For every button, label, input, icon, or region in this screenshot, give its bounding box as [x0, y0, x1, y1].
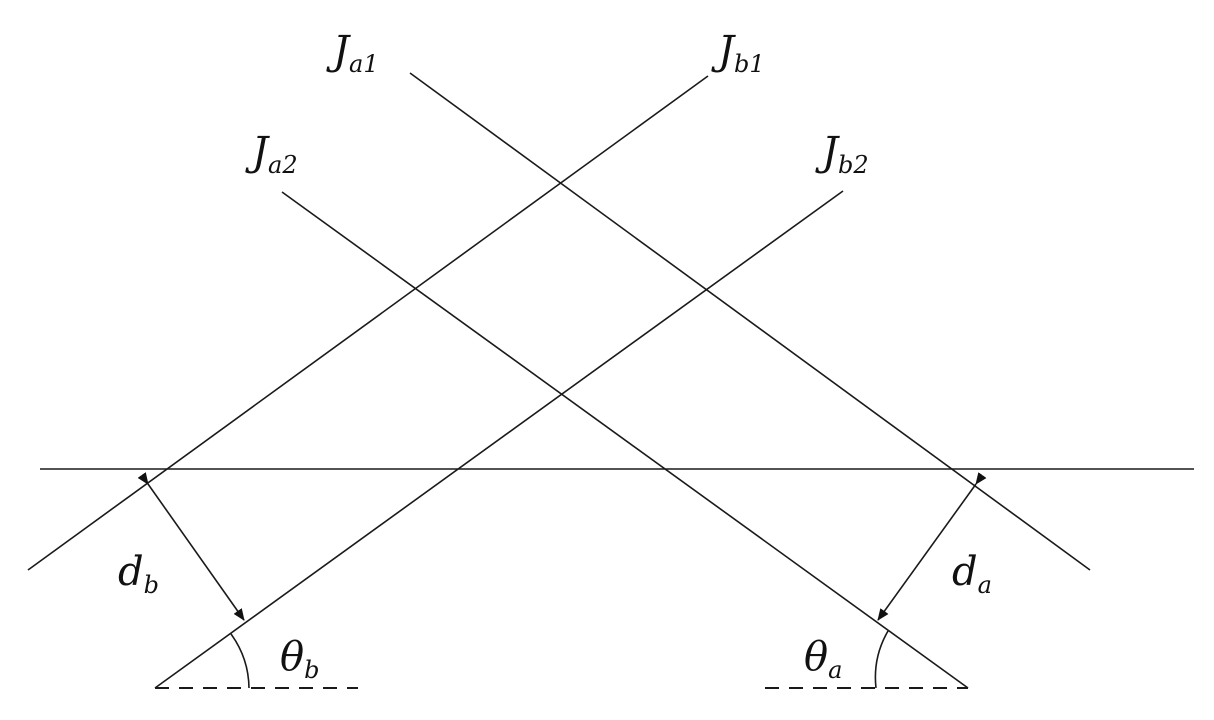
- angle-arc-theta-b: [230, 633, 250, 689]
- joint-line-ja2: [281, 191, 969, 689]
- label-theta-b: θb: [280, 634, 319, 684]
- spacing-arrow-da: [877, 472, 987, 621]
- label-ja1: Ja1: [326, 28, 379, 78]
- angle-arc-theta-a: [874, 630, 889, 689]
- label-da: da: [952, 549, 992, 599]
- joint-line-jb1: [27, 75, 709, 571]
- label-theta-a: θa: [804, 634, 842, 684]
- label-db: db: [118, 549, 159, 599]
- label-ja2: Ja2: [245, 129, 298, 179]
- spacing-arrow-db: [137, 472, 245, 621]
- label-jb2: Jb2: [815, 129, 869, 179]
- joint-line-jb2: [154, 190, 844, 689]
- label-jb1: Jb1: [711, 28, 765, 78]
- joint-line-ja1: [409, 72, 1091, 571]
